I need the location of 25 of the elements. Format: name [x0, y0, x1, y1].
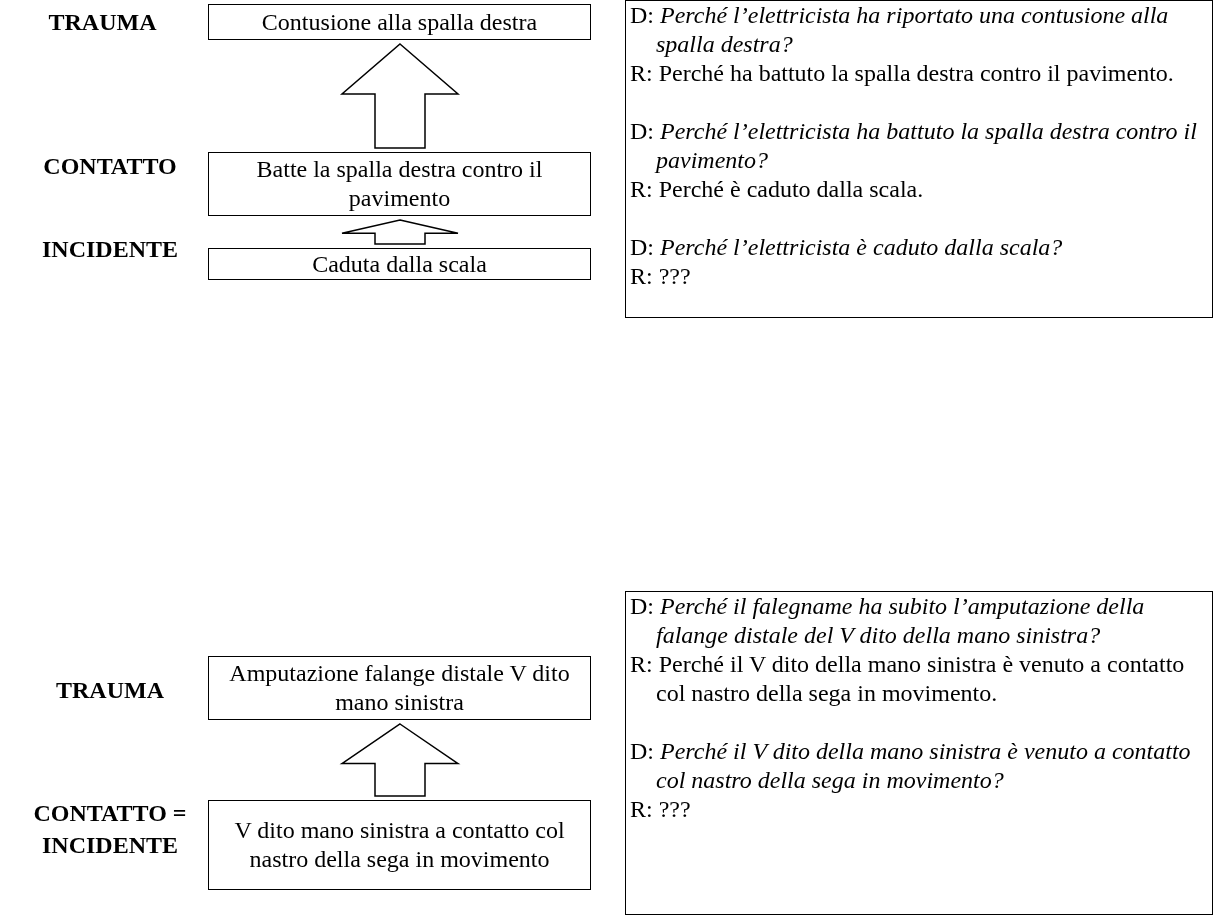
event-box: Contusione alla spalla destra [208, 4, 591, 40]
event-box: V dito mano sinistra a contatto col nastro della sega in movimento [208, 800, 591, 890]
answer-text: R: Perché il V dito della mano sinistra è venuto a contatto col nastro della sega in movimento. [630, 650, 1186, 708]
event-box: Amputazione falange distale V dito mano sinistra [208, 656, 591, 720]
question-answer-panel [625, 591, 1213, 915]
question-text: D: Perché l’elettricista ha riportato una contusione alla spalla destra? [630, 1, 1170, 59]
question-text: D: Perché il falegname ha subito l’amputazione della falange distale del V dito della mano sinistra? [630, 592, 1146, 650]
question-text: D: Perché l’elettricista ha battuto la spalla destra contro il pavimento? [630, 117, 1198, 175]
answer-text: R: ??? [630, 795, 692, 824]
block-arrow [339, 723, 461, 797]
answer-text: R: ??? [630, 262, 692, 291]
block-arrow [340, 43, 460, 149]
stage-label: CONTATTO [42, 152, 178, 181]
answer-text: R: Perché è caduto dalla scala. [630, 175, 925, 204]
block-arrow [341, 219, 459, 245]
stage-label: TRAUMA [47, 8, 158, 37]
event-box: Caduta dalla scala [208, 248, 591, 280]
event-box: Batte la spalla destra contro il pavimento [208, 152, 591, 216]
question-text: D: Perché il V dito della mano sinistra è venuto a contatto col nastro della sega in movimento? [630, 737, 1192, 795]
stage-label: CONTATTO = INCIDENTE [32, 799, 188, 860]
question-answer-panel [625, 0, 1213, 318]
stage-label: INCIDENTE [41, 235, 179, 264]
question-text: D: Perché l’elettricista è caduto dalla scala? [630, 233, 1064, 262]
answer-text: R: Perché ha battuto la spalla destra contro il pavimento. [630, 59, 1175, 88]
stage-label: TRAUMA [55, 676, 165, 705]
